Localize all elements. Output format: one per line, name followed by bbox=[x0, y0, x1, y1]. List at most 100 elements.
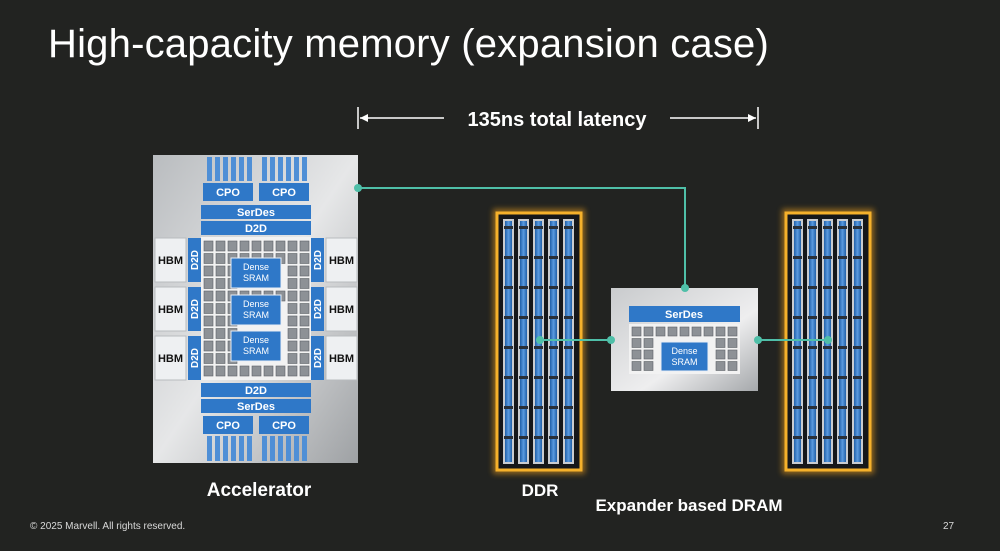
core-cell bbox=[239, 365, 250, 377]
dense-sram-block-2: Dense SRAM bbox=[230, 294, 282, 326]
core-cell bbox=[203, 353, 214, 364]
d2d-side-right bbox=[311, 336, 324, 380]
core-cell bbox=[715, 349, 726, 360]
d2d-side-left bbox=[188, 238, 201, 282]
core-cell bbox=[287, 290, 298, 302]
accelerator-chip: CPO CPO SerDes D2D Dense SRAM Dense SRAM… bbox=[153, 155, 358, 463]
core-cell bbox=[275, 365, 286, 377]
pin bbox=[231, 157, 236, 181]
serdes-block-bottom bbox=[201, 399, 311, 413]
core-cell bbox=[203, 328, 214, 339]
core-cell bbox=[203, 315, 214, 327]
core-cell bbox=[727, 338, 738, 348]
svg-text:SRAM: SRAM bbox=[243, 310, 269, 320]
expander-label: Expander based DRAM bbox=[595, 496, 782, 515]
arrow-right-icon bbox=[748, 114, 756, 122]
core-cell bbox=[287, 328, 298, 339]
core-cell bbox=[299, 303, 310, 314]
core-cell bbox=[239, 240, 250, 252]
pin bbox=[215, 436, 220, 461]
d2d-label: D2D bbox=[245, 223, 267, 235]
d2d-label: D2D bbox=[313, 299, 324, 319]
latency-bracket: 135ns total latency bbox=[357, 107, 759, 131]
d2d-side-left bbox=[188, 287, 201, 331]
pin bbox=[223, 157, 228, 181]
cpo-label: CPO bbox=[216, 420, 240, 432]
hbm-label: HBM bbox=[158, 353, 183, 365]
cpo-label: CPO bbox=[272, 187, 296, 199]
d2d-label: D2D bbox=[313, 348, 324, 368]
accelerator-label: Accelerator bbox=[207, 480, 312, 501]
core-cell bbox=[691, 326, 702, 337]
dense-sram-block-3: Dense SRAM bbox=[230, 330, 282, 362]
core-cell bbox=[251, 240, 262, 252]
svg-text:Dense: Dense bbox=[243, 262, 269, 272]
core-cell bbox=[203, 240, 214, 252]
core-cell bbox=[287, 353, 298, 364]
core-cell bbox=[299, 353, 310, 364]
cpo-label: CPO bbox=[216, 187, 240, 199]
core-cell bbox=[715, 338, 726, 348]
core-cell bbox=[643, 349, 654, 360]
pin bbox=[262, 157, 267, 181]
svg-text:SRAM: SRAM bbox=[671, 357, 697, 367]
d2d-label: D2D bbox=[190, 348, 201, 368]
core-cell bbox=[203, 265, 214, 277]
core-cell bbox=[643, 326, 654, 337]
core-cell bbox=[727, 349, 738, 360]
svg-text:SRAM: SRAM bbox=[243, 346, 269, 356]
d2d-block-top bbox=[201, 221, 311, 235]
cpo-block-bottom-left bbox=[203, 416, 253, 434]
core-cell bbox=[215, 315, 226, 327]
d2d-side-left bbox=[188, 336, 201, 380]
hbm-label: HBM bbox=[158, 304, 183, 316]
core-cell bbox=[287, 315, 298, 327]
pin bbox=[231, 436, 236, 461]
core-cell bbox=[263, 365, 274, 377]
core-cell bbox=[727, 361, 738, 371]
core-cell bbox=[631, 326, 642, 337]
core-cell bbox=[203, 340, 214, 352]
core-cell bbox=[263, 240, 274, 252]
d2d-label: D2D bbox=[313, 250, 324, 270]
core-cell bbox=[215, 240, 226, 252]
pin bbox=[223, 436, 228, 461]
core-cell bbox=[203, 290, 214, 302]
d2d-label: D2D bbox=[190, 299, 201, 319]
hbm-label: HBM bbox=[329, 255, 354, 267]
core-cell bbox=[287, 265, 298, 277]
d2d-side-right bbox=[311, 238, 324, 282]
accelerator-bottom-pins bbox=[207, 436, 307, 461]
hbm-stack-right bbox=[325, 335, 358, 381]
core-cell bbox=[299, 365, 310, 377]
core-cell bbox=[287, 303, 298, 314]
core-cell bbox=[667, 326, 678, 337]
core-cell bbox=[215, 303, 226, 314]
hbm-stack-left bbox=[154, 286, 187, 332]
pin bbox=[286, 436, 291, 461]
serdes-label: SerDes bbox=[237, 401, 275, 413]
pin bbox=[247, 436, 252, 461]
expander-serdes-block bbox=[629, 306, 740, 322]
core-cell bbox=[227, 240, 238, 252]
core-cell bbox=[299, 265, 310, 277]
core-cell bbox=[631, 361, 642, 371]
core-cell bbox=[287, 240, 298, 252]
svg-text:Dense: Dense bbox=[243, 335, 269, 345]
core-cell bbox=[203, 365, 214, 377]
core-cell bbox=[299, 340, 310, 352]
core-cell bbox=[643, 361, 654, 371]
hbm-stack-right bbox=[325, 237, 358, 283]
core-cell bbox=[287, 340, 298, 352]
core-cell bbox=[287, 278, 298, 289]
pin bbox=[239, 157, 244, 181]
core-cell bbox=[215, 265, 226, 277]
serdes-label: SerDes bbox=[237, 207, 275, 219]
core-cell bbox=[631, 338, 642, 348]
accelerator-top-pins bbox=[207, 157, 307, 181]
core-cell bbox=[287, 365, 298, 377]
cpo-block-top-right bbox=[259, 183, 309, 201]
core-cell bbox=[299, 328, 310, 339]
expander-dense-sram bbox=[660, 341, 709, 372]
